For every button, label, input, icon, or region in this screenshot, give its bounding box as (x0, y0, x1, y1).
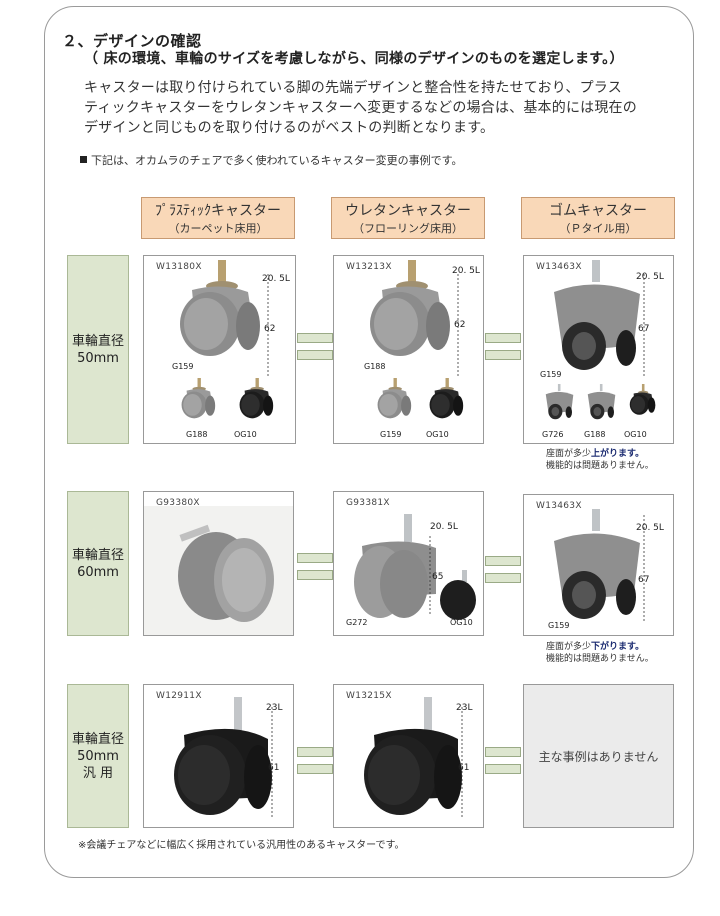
product-code: G93381X (346, 498, 390, 508)
model-label: G188 (186, 430, 208, 439)
dimension-top: 20. 5L (452, 266, 480, 276)
model-label: G726 (542, 430, 564, 439)
model-label: OG10 (234, 430, 257, 439)
no-example-text: 主な事例はありません (538, 749, 659, 764)
caster-illustration (174, 697, 273, 819)
card-g93381x: G93381X 20. 5L 65 G272 OG10 (333, 491, 484, 636)
model-label: G272 (346, 618, 368, 627)
section-subtitle: （ 床の環境、車輪のサイズを考慮しながら、同様のデザインのものを選定します。） (84, 51, 624, 67)
model-label: G159 (380, 430, 402, 439)
model-label: G159 (172, 362, 194, 371)
dimension-height: 62 (264, 324, 276, 334)
model-label: G159 (540, 370, 562, 379)
caster-illustration (370, 260, 464, 419)
column-header-rubber: ゴムキャスター（Ｐタイル用） (521, 197, 675, 239)
caster-illustration (545, 260, 656, 420)
description-line-3: デザインと同じものを取り付けるのがベストの判断となります。 (84, 120, 495, 136)
card-no-example: 主な事例はありません (523, 684, 674, 828)
dimension-height: 65 (432, 572, 444, 582)
card-w13180x: W13180X 20. 5L 62 G159 G188 OG10 (143, 255, 296, 444)
model-label: OG10 (426, 430, 449, 439)
dimension-height: 61 (268, 763, 280, 773)
caster-illustration (554, 509, 645, 621)
caster-illustration (180, 260, 274, 419)
model-label: OG10 (624, 430, 647, 439)
equivalence-marker (297, 747, 333, 775)
caster-illustration (354, 514, 476, 620)
dimension-top: 20. 5L (636, 272, 664, 282)
equivalence-marker (485, 747, 521, 775)
dimension-top: 23L (456, 703, 473, 713)
dimension-top: 23L (266, 703, 283, 713)
dimension-top: 20. 5L (430, 522, 458, 532)
description-line-2: ティックキャスターをウレタンキャスターへ変更するなどの場合は、基本的には現在の (84, 100, 637, 116)
caster-illustration (144, 506, 293, 635)
dimension-top: 20. 5L (262, 274, 290, 284)
dimension-top: 20. 5L (636, 523, 664, 533)
card-w13213x: W13213X 20. 5L 62 G188 G159 OG10 (333, 255, 484, 444)
footnote: ※会議チェアなどに幅広く採用されている汎用性のあるキャスターです。 (78, 840, 405, 851)
card-g93380x: G93380X (143, 491, 294, 636)
caster-illustration (364, 697, 463, 819)
card-w13463x: W13463X 20. 5L 67 G159 G726 G188 OG10 (523, 255, 674, 444)
product-code: W13463X (536, 501, 582, 511)
card-w12911x: W12911X 23L 61 (143, 684, 294, 828)
model-label: G188 (584, 430, 606, 439)
dimension-height: 67 (638, 324, 650, 334)
description-line-1: キャスターは取り付けられている脚の先端デザインと整合性を持たせており、プラス (84, 80, 622, 96)
product-code: W13213X (346, 262, 392, 272)
product-code: W12911X (156, 691, 202, 701)
equivalence-marker (485, 333, 521, 361)
square-bullet-icon (80, 156, 87, 163)
product-code: W13215X (346, 691, 392, 701)
model-label: G188 (364, 362, 386, 371)
product-code: W13180X (156, 262, 202, 272)
product-code: W13463X (536, 262, 582, 272)
dimension-height: 67 (638, 575, 650, 585)
column-header-plastic: ﾌﾟﾗｽﾃｨｯｸキャスター（カーペット床用） (141, 197, 295, 239)
equivalence-marker (297, 333, 333, 361)
column-header-urethane: ウレタンキャスター（フローリング床用） (331, 197, 485, 239)
remark-seat-higher: 座面が多少上がります。 機能的は問題ありません。 (546, 449, 654, 471)
section-title: ２、デザインの確認 (62, 32, 202, 50)
dimension-height: 62 (454, 320, 466, 330)
dimension-height: 61 (458, 763, 470, 773)
equivalence-marker (485, 556, 521, 584)
remark-seat-lower: 座面が多少下がります。 機能的は問題ありません。 (546, 642, 654, 664)
examples-note: 下記は、オカムラのチェアで多く使われているキャスター変更の事例です。 (80, 152, 462, 168)
model-label: G159 (548, 621, 570, 630)
card-w13215x: W13215X 23L 61 (333, 684, 484, 828)
model-label: OG10 (450, 618, 473, 627)
equivalence-marker (297, 553, 333, 581)
product-code: G93380X (156, 498, 200, 508)
card-w13463x: W13463X 20. 5L 67 G159 (523, 494, 674, 636)
